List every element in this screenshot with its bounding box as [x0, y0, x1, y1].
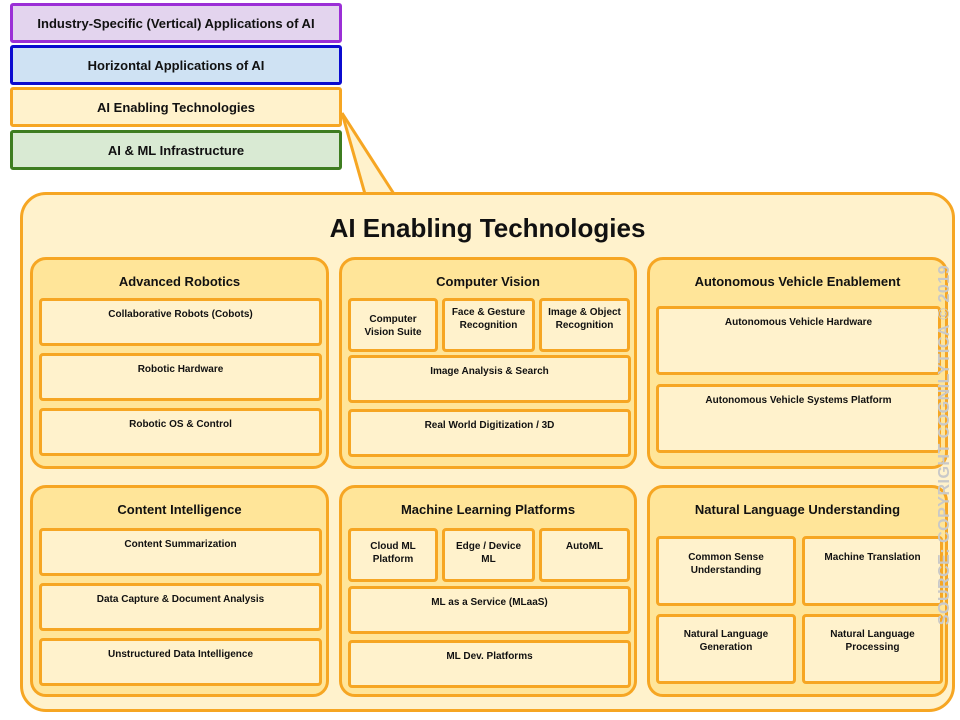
- item-image-object-recognition: Image & Object Recognition: [539, 298, 630, 352]
- layer-enabling-technologies: AI Enabling Technologies: [10, 87, 342, 127]
- item-machine-translation: Machine Translation: [802, 536, 943, 606]
- item-image-analysis-search: Image Analysis & Search: [348, 355, 631, 403]
- group-computer-vision: Computer Vision Computer Vision Suite Fa…: [339, 257, 637, 469]
- group-natural-language-understanding: Natural Language Understanding Common Se…: [647, 485, 948, 697]
- layer-horizontal-label: Horizontal Applications of AI: [87, 57, 265, 73]
- item-robotic-hardware: Robotic Hardware: [39, 353, 322, 401]
- group-advanced-robotics: Advanced Robotics Collaborative Robots (…: [30, 257, 329, 469]
- group-title: Natural Language Understanding: [694, 502, 901, 517]
- item-data-capture-document-analysis: Data Capture & Document Analysis: [39, 583, 322, 631]
- group-title: Machine Learning Platforms: [400, 502, 576, 517]
- group-machine-learning-platforms: Machine Learning Platforms Cloud ML Plat…: [339, 485, 637, 697]
- item-common-sense-understanding: Common Sense Understanding: [656, 536, 796, 606]
- item-robotic-os-control: Robotic OS & Control: [39, 408, 322, 456]
- item-autonomous-vehicle-hardware: Autonomous Vehicle Hardware: [656, 306, 941, 375]
- item-autonomous-vehicle-systems-platform: Autonomous Vehicle Systems Platform: [656, 384, 941, 453]
- layer-horizontal-applications: Horizontal Applications of AI: [10, 45, 342, 85]
- layer-vertical-applications: Industry-Specific (Vertical) Application…: [10, 3, 342, 43]
- layer-infra-label: AI & ML Infrastructure: [107, 142, 245, 158]
- group-title: Advanced Robotics: [118, 274, 241, 289]
- group-title: Autonomous Vehicle Enablement: [694, 274, 901, 289]
- group-title: Content Intelligence: [117, 502, 242, 517]
- item-face-gesture-recognition: Face & Gesture Recognition: [442, 298, 535, 352]
- item-ml-as-a-service: ML as a Service (MLaaS): [348, 586, 631, 634]
- item-computer-vision-suite: Computer Vision Suite: [348, 298, 438, 352]
- item-natural-language-processing: Natural Language Processing: [802, 614, 943, 684]
- item-edge-device-ml: Edge / Device ML: [442, 528, 535, 582]
- item-content-summarization: Content Summarization: [39, 528, 322, 576]
- item-ml-dev-platforms: ML Dev. Platforms: [348, 640, 631, 688]
- item-automl: AutoML: [539, 528, 630, 582]
- watermark-text: SOURCE: COPYRIGHT COGNILYTICA © 2019: [936, 264, 953, 626]
- layer-enabling-label: AI Enabling Technologies: [97, 99, 255, 115]
- item-unstructured-data-intelligence: Unstructured Data Intelligence: [39, 638, 322, 686]
- panel-title: AI Enabling Technologies: [329, 213, 646, 243]
- layer-vertical-label: Industry-Specific (Vertical) Application…: [37, 15, 315, 31]
- layer-infrastructure: AI & ML Infrastructure: [10, 130, 342, 170]
- item-natural-language-generation: Natural Language Generation: [656, 614, 796, 684]
- item-cloud-ml-platform: Cloud ML Platform: [348, 528, 438, 582]
- item-real-world-digitization: Real World Digitization / 3D: [348, 409, 631, 457]
- group-title: Computer Vision: [436, 274, 540, 289]
- group-content-intelligence: Content Intelligence Content Summarizati…: [30, 485, 329, 697]
- group-autonomous-vehicle: Autonomous Vehicle Enablement Autonomous…: [647, 257, 948, 469]
- item-collaborative-robots: Collaborative Robots (Cobots): [39, 298, 322, 346]
